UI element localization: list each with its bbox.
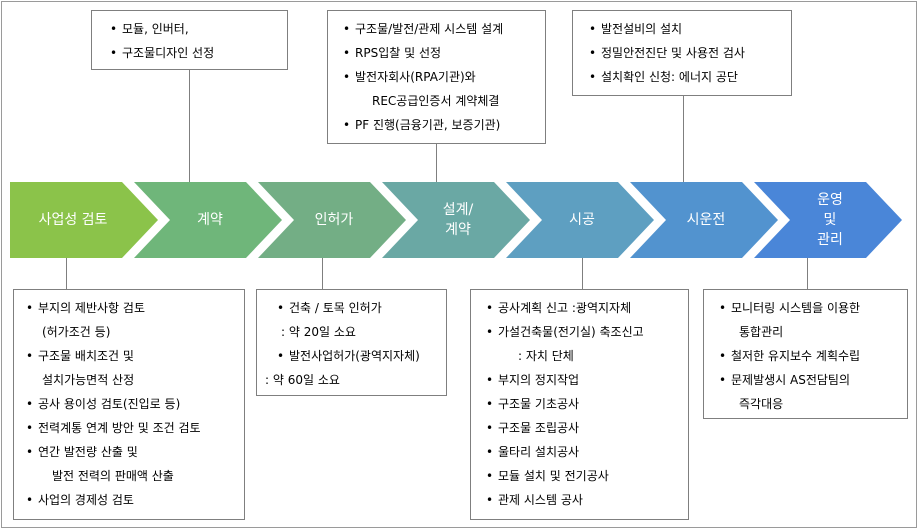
note-item: (허가조건 등)	[42, 325, 111, 339]
connector-construction	[582, 258, 583, 289]
chevron-feasibility	[10, 182, 158, 258]
stage-label-operation: 운영 및 관리	[817, 192, 843, 248]
note-item: 공사계획 신고 :광역지자체	[486, 296, 688, 320]
feasibility-notes-box: 부지의 제반사항 검토 (허가조건 등) 구조물 배치조건 및 설치가능면적 산…	[13, 289, 245, 520]
connector-permit	[322, 258, 323, 289]
chevron-contract	[134, 182, 282, 258]
connector-feasibility	[66, 258, 67, 289]
note-item: 부지의 제반사항 검토	[26, 296, 244, 320]
stage-label-test-run: 시운전	[686, 212, 726, 228]
note-item: 구조물 기초공사	[486, 392, 688, 416]
note-item: : 자치 단체	[518, 349, 574, 363]
note-item: 설치확인 신청: 에너지 공단	[589, 65, 791, 89]
connector-contract	[189, 70, 190, 182]
note-item: RPS입찰 및 선정	[343, 41, 545, 65]
stage-label-permit: 인허가	[314, 212, 354, 228]
note-item: 즉각대응	[739, 397, 784, 411]
note-item: 구조물 배치조건 및	[26, 344, 244, 368]
connector-operation	[807, 258, 808, 289]
note-item: 모듈 설치 및 전기공사	[486, 464, 688, 488]
note-item: 부지의 정지작업	[486, 368, 688, 392]
note-item: 발전사업허가(광역지자체)	[277, 344, 458, 368]
stage-label-construction: 시공	[569, 212, 595, 228]
note-item: 발전설비의 설치	[589, 17, 791, 41]
chevron-permit	[258, 182, 406, 258]
note-item: 구조물 조립공사	[486, 416, 688, 440]
note-item: 문제발생시 AS전담팀의	[719, 368, 907, 392]
note-item: 구조물디자인 선정	[110, 41, 287, 65]
note-item: 울타리 설치공사	[486, 440, 688, 464]
connector-test-run	[683, 96, 684, 182]
connector-design	[436, 144, 437, 182]
note-item: 철저한 유지보수 계획수립	[719, 344, 907, 368]
note-item: : 약 20일 소요	[281, 325, 356, 339]
note-item: 연간 발전량 산출 및	[26, 440, 244, 464]
chevron-test-run	[630, 182, 778, 258]
note-item: 정밀안전진단 및 사용전 검사	[589, 41, 791, 65]
stage-label-design: 설계/ 계약	[442, 202, 474, 238]
permit-notes-box: 건축 / 토목 인허가 : 약 20일 소요 발전사업허가(광역지자체) : 약…	[256, 289, 447, 396]
note-item: 건축 / 토목 인허가	[277, 296, 458, 320]
chevron-construction	[506, 182, 654, 258]
contract-notes-box: 모듈, 인버터, 구조물디자인 선정	[91, 10, 288, 70]
design-notes-box: 구조물/발전/관제 시스템 설계 RPS입찰 및 선정 발전자회사(RPA기관)…	[327, 10, 546, 144]
chevron-operation	[754, 182, 902, 258]
note-item: 발전 전력의 판매액 산출	[52, 469, 174, 483]
test-run-notes-box: 발전설비의 설치 정밀안전진단 및 사용전 검사 설치확인 신청: 에너지 공단	[572, 10, 792, 96]
note-item: 공사 용이성 검토(진입로 등)	[26, 392, 244, 416]
note-item: 통합관리	[739, 325, 784, 339]
note-item: 발전자회사(RPA기관)와	[343, 65, 545, 89]
note-item: 모듈, 인버터,	[110, 17, 287, 41]
note-item: 모니터링 시스템을 이용한	[719, 296, 907, 320]
note-item: : 약 60일 소요	[265, 373, 340, 387]
note-item: PF 진행(금융기관, 보증기관)	[343, 113, 545, 137]
note-item: 관제 시스템 공사	[486, 488, 688, 512]
stage-label-contract: 계약	[197, 212, 223, 228]
note-item: 전력계통 연계 방안 및 조건 검토	[26, 416, 244, 440]
note-item: REC공급인증서 계약체결	[372, 94, 500, 108]
note-item: 사업의 경제성 검토	[26, 488, 244, 512]
operation-notes-box: 모니터링 시스템을 이용한 통합관리 철저한 유지보수 계획수립 문제발생시 A…	[703, 289, 908, 419]
note-item: 구조물/발전/관제 시스템 설계	[343, 17, 545, 41]
note-item: 가설건축물(전기실) 축조신고	[486, 320, 688, 344]
note-item: 설치가능면적 산정	[42, 373, 135, 387]
chevron-design	[382, 182, 530, 258]
stage-label-feasibility: 사업성 검토	[38, 212, 108, 228]
construction-notes-box: 공사계획 신고 :광역지자체 가설건축물(전기실) 축조신고 : 자치 단체 부…	[470, 289, 689, 520]
